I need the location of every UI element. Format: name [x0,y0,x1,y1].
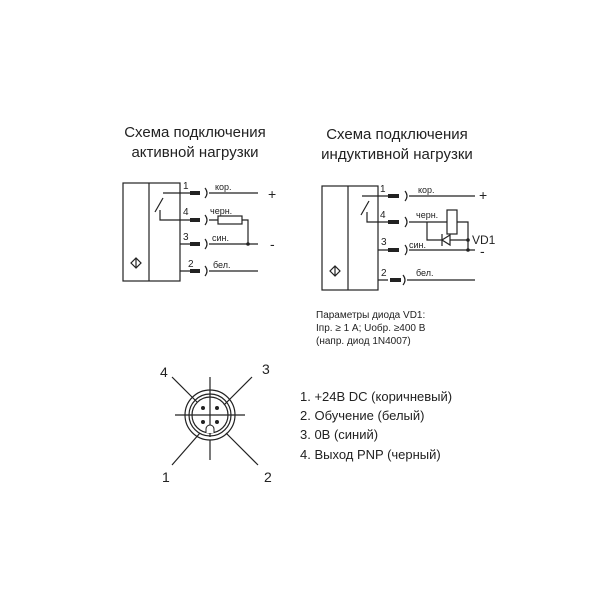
wire-label: кор. [215,182,232,192]
inductive-load-diagram: Схема подключения индуктивной нагрузки 1… [316,126,496,347]
pin-row-2: 2 бел. [188,259,258,277]
wire-label: син. [212,233,229,243]
legend-item: 3. 0В (синий) [300,427,378,442]
pin-3-dot [215,406,219,410]
wire-label: черн. [416,210,438,220]
pin-number: 3 [183,232,189,243]
pin-label: 2 [264,469,272,485]
sensor-symbol-icon [329,265,341,277]
wire-label: черн. [210,206,232,216]
crosshair-lines [171,376,259,466]
legend-item: 2. Обучение (белый) [300,408,424,423]
inductive-load-coil [446,209,458,235]
pin-row-1: 1 кор. [380,184,475,202]
svg-text:Параметры диода VD1:: Параметры диода VD1: [316,310,425,321]
pin-2-dot [215,420,219,424]
switch-contact [360,195,388,281]
legend-item: 4. Выход PNP (черный) [300,447,441,462]
minus-terminal: - [480,243,485,259]
pin-rows: 1 кор. 4 черн. 3 син. 2 бел. [183,181,258,277]
wire-label: син. [409,240,426,250]
inductive-title-line1: Схема подключения [326,126,468,143]
inductive-title-line2: индуктивной нагрузки [321,146,473,163]
svg-text:(напр. диод 1N4007): (напр. диод 1N4007) [316,336,411,347]
pin-label: 1 [162,469,170,485]
plus-terminal: + [479,187,487,203]
diode-vd1: VD1 [440,233,496,247]
pin-number: 4 [183,207,189,218]
wire-label: бел. [213,260,231,270]
wire-label: кор. [418,185,435,195]
pin-row-4: 4 черн. [380,209,469,250]
active-title-line2: активной нагрузки [131,144,258,161]
pin-row-3: 3 син. [381,237,475,256]
sensor-symbol-icon [130,257,142,269]
pin-number: 2 [188,259,194,270]
diode-label: VD1 [472,233,496,247]
minus-terminal: - [270,236,275,252]
pin-number: 3 [381,237,387,248]
pin-row-1: 1 кор. [183,181,258,199]
pin-row-3: 3 син. [183,232,258,250]
plus-terminal: + [268,186,276,202]
legend-item: 1. +24В DC (коричневый) [300,389,452,404]
resistor-load [217,215,243,225]
pin-row-2: 2 бел. [381,268,475,286]
pin-label: 4 [160,364,168,380]
svg-text:Iпр. ≥ 1 А; Uобр. ≥400 В: Iпр. ≥ 1 А; Uобр. ≥400 В [316,322,426,334]
pin-number: 4 [380,210,386,221]
wire-label: бел. [416,268,434,278]
diode-parameters: Параметры диода VD1: Iпр. ≥ 1 А; Uобр. ≥… [316,310,426,347]
pin-number: 2 [381,268,387,279]
pin-label: 3 [262,361,270,377]
sensor-body [321,185,379,291]
sensor-body [122,182,181,282]
pin-4-dot [201,406,205,410]
pin-legend: 1. +24В DC (коричневый) 2. Обучение (бел… [300,389,452,462]
connector-pinout: 4 3 1 2 [160,361,272,485]
pin-row-4: 4 черн. [183,206,249,244]
active-title-line1: Схема подключения [124,124,266,141]
pin-1-dot [201,420,205,424]
active-load-diagram: Схема подключения активной нагрузки 1 ко… [122,124,276,282]
switch-contact [154,192,190,221]
pin-number: 1 [380,184,386,195]
pin-number: 1 [183,181,189,192]
